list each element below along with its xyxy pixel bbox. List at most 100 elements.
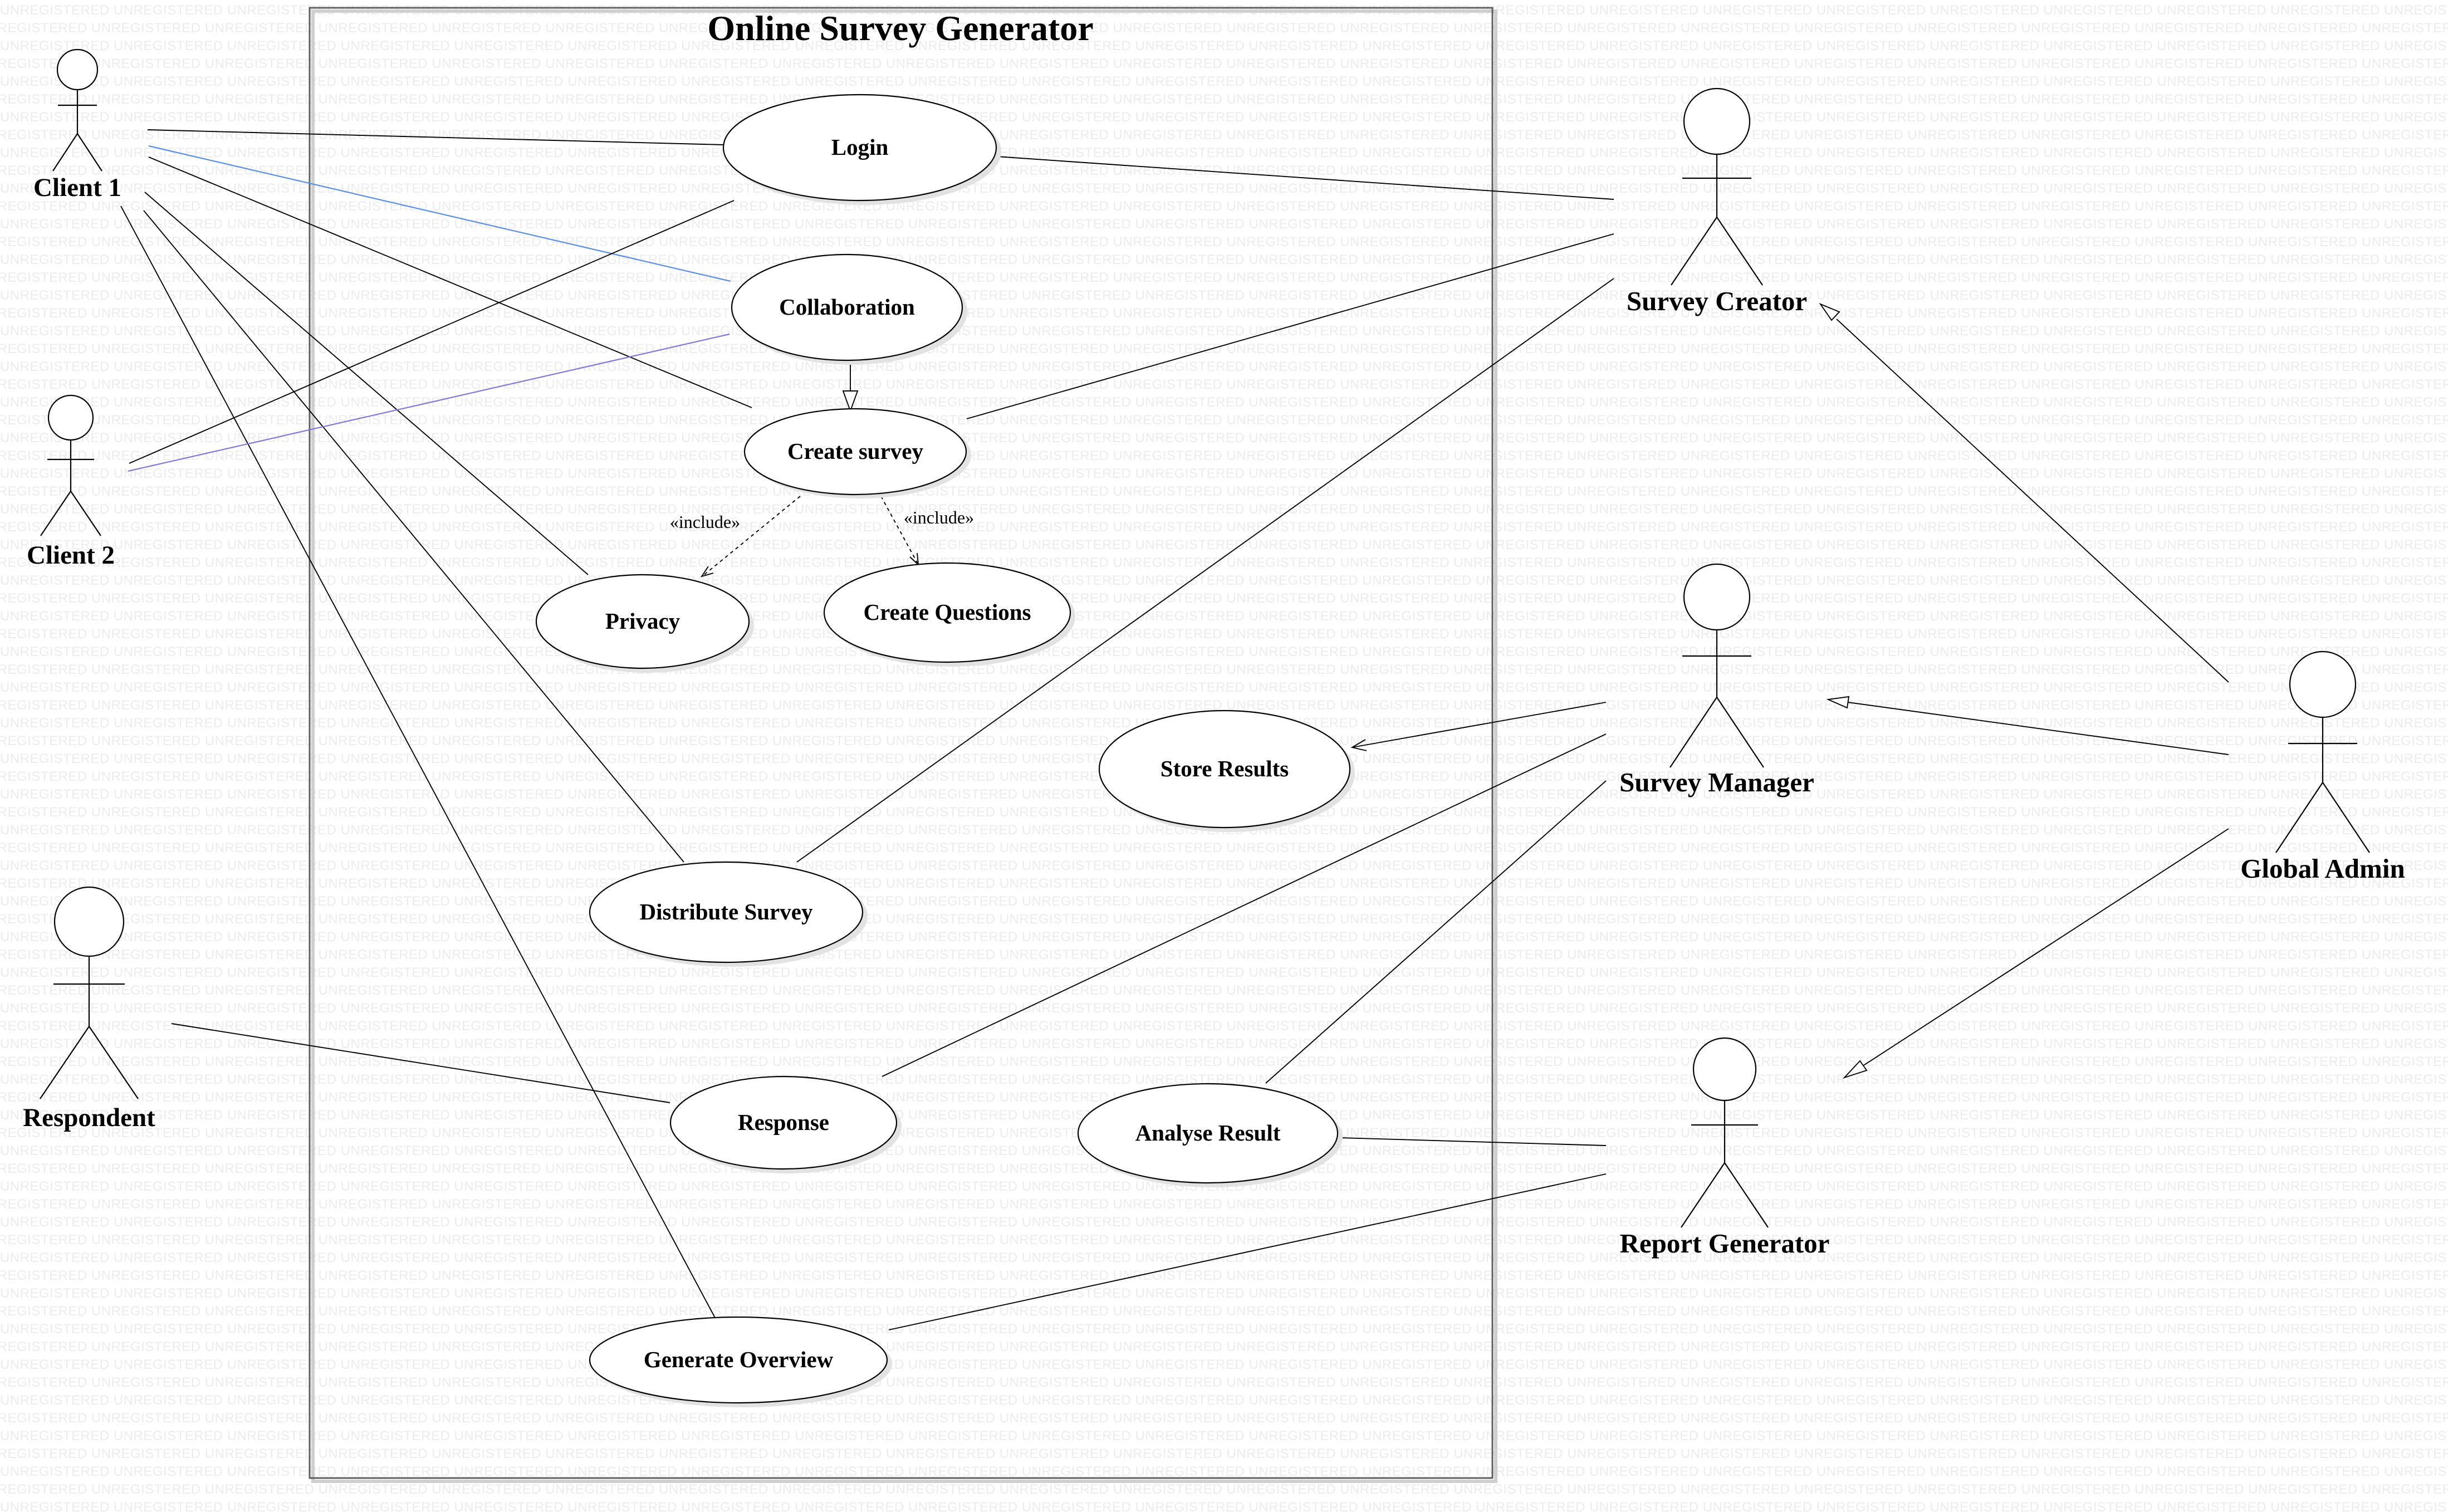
watermark-row: UNREGISTERED UNREGISTERED UNREGISTERED U… — [0, 502, 2448, 517]
watermark-row: UNREGISTERED UNREGISTERED UNREGISTERED U… — [0, 306, 2448, 321]
actor-global-admin[interactable]: Global Admin — [2240, 650, 2405, 884]
watermark-row: UNREGISTERED UNREGISTERED UNREGISTERED U… — [0, 876, 2448, 891]
actor-report-generator[interactable]: Report Generator — [1620, 1037, 1830, 1259]
watermark-row: UNREGISTERED UNREGISTERED UNREGISTERED U… — [0, 947, 2448, 962]
watermark-row: UNREGISTERED UNREGISTERED UNREGISTERED U… — [0, 110, 2448, 125]
watermark-row: UNREGISTERED UNREGISTERED UNREGISTERED U… — [0, 217, 2448, 232]
watermark-row: UNREGISTERED UNREGISTERED UNREGISTERED U… — [0, 1001, 2448, 1016]
watermark-row: UNREGISTERED UNREGISTERED UNREGISTERED U… — [0, 466, 2448, 481]
watermark-row: UNREGISTERED UNREGISTERED UNREGISTERED U… — [0, 573, 2448, 588]
generalizations — [842, 302, 2229, 1079]
watermark-row: UNREGISTERED UNREGISTERED UNREGISTERED U… — [0, 1019, 2448, 1034]
watermark-row: UNREGISTERED UNREGISTERED UNREGISTERED U… — [0, 395, 2448, 410]
watermark-row: UNREGISTERED UNREGISTERED UNREGISTERED U… — [0, 1411, 2448, 1426]
assoc-report-analyse-result[interactable] — [1339, 1137, 1607, 1146]
actor-survey-creator[interactable]: Survey Creator — [1627, 87, 1807, 316]
watermark-row: UNREGISTERED UNREGISTERED UNREGISTERED U… — [0, 840, 2448, 855]
watermark-row: UNREGISTERED UNREGISTERED UNREGISTERED U… — [0, 163, 2448, 178]
assoc-manager-analyse-result[interactable] — [1265, 780, 1607, 1084]
nav-manager-store-results[interactable] — [1350, 702, 1607, 751]
assoc-respondent-response[interactable] — [171, 1023, 670, 1103]
assoc-client2-collaboration[interactable] — [128, 333, 730, 472]
watermark-row: UNREGISTERED UNREGISTERED UNREGISTERED U… — [0, 377, 2448, 392]
watermark-row: UNREGISTERED UNREGISTERED UNREGISTERED U… — [0, 1322, 2448, 1337]
watermark-row: UNREGISTERED UNREGISTERED UNREGISTERED U… — [0, 1215, 2448, 1230]
actors: Client 1 Client 2 Respondent Sur — [23, 48, 2405, 1259]
watermark-row: UNREGISTERED UNREGISTERED UNREGISTERED U… — [0, 1304, 2448, 1319]
watermark-row: UNREGISTERED UNREGISTERED UNREGISTERED U… — [0, 448, 2448, 463]
gen-admin-survey-manager[interactable] — [1826, 696, 2229, 755]
watermark-row: UNREGISTERED UNREGISTERED UNREGISTERED U… — [0, 1268, 2448, 1283]
use-case-privacy[interactable]: Privacy — [535, 574, 754, 673]
assoc-report-generate-overview[interactable] — [888, 1173, 1607, 1330]
watermark-row: UNREGISTERED UNREGISTERED UNREGISTERED U… — [0, 1482, 2448, 1497]
use-case-create-survey[interactable]: Create survey — [743, 408, 971, 498]
watermark-row: UNREGISTERED UNREGISTERED UNREGISTERED U… — [0, 1036, 2448, 1051]
actor-survey-manager[interactable]: Survey Manager — [1619, 563, 1814, 797]
assoc-client1-privacy[interactable] — [144, 192, 589, 575]
use-case-collaboration[interactable]: Collaboration — [731, 253, 967, 365]
watermark-row: UNREGISTERED UNREGISTERED UNREGISTERED U… — [0, 555, 2448, 570]
watermark-row: UNREGISTERED UNREGISTERED UNREGISTERED U… — [0, 680, 2448, 695]
watermark-row: UNREGISTERED UNREGISTERED UNREGISTERED U… — [0, 929, 2448, 945]
watermark-row: UNREGISTERED UNREGISTERED UNREGISTERED U… — [0, 1464, 2448, 1479]
use-cases: Login Collaboration Create survey Privac… — [535, 94, 1355, 1407]
watermark-row: UNREGISTERED UNREGISTERED UNREGISTERED U… — [0, 38, 2448, 53]
assoc-creator-login[interactable] — [996, 156, 1614, 200]
use-case-generate-overview-label: Generate Overview — [644, 1347, 834, 1372]
watermark-row: UNREGISTERED UNREGISTERED UNREGISTERED U… — [0, 983, 2448, 998]
actor-respondent[interactable]: Respondent — [23, 886, 155, 1132]
include-label-privacy: «include» — [670, 512, 740, 532]
watermark-row: UNREGISTERED UNREGISTERED UNREGISTERED U… — [0, 199, 2448, 214]
watermark-row: UNREGISTERED UNREGISTERED UNREGISTERED U… — [0, 1197, 2448, 1212]
actor-client-2[interactable]: Client 2 — [27, 394, 115, 570]
watermark-row: UNREGISTERED UNREGISTERED UNREGISTERED U… — [0, 270, 2448, 285]
actor-report-generator-label: Report Generator — [1620, 1228, 1830, 1259]
use-case-distribute-survey-label: Distribute Survey — [640, 899, 813, 924]
use-case-generate-overview[interactable]: Generate Overview — [589, 1316, 892, 1407]
actor-client-1-label: Client 1 — [33, 173, 121, 202]
watermark-row: UNREGISTERED UNREGISTERED UNREGISTERED U… — [0, 965, 2448, 980]
assoc-creator-create-survey[interactable] — [966, 233, 1614, 419]
use-case-login[interactable]: Login — [722, 94, 1001, 205]
associations — [120, 129, 1614, 1330]
watermark-row: UNREGISTERED UNREGISTERED UNREGISTERED U… — [0, 644, 2448, 659]
use-case-analyse-result-label: Analyse Result — [1135, 1120, 1281, 1146]
watermark-row: UNREGISTERED UNREGISTERED UNREGISTERED U… — [0, 627, 2448, 642]
assoc-client1-login[interactable] — [147, 129, 724, 145]
watermark-row: UNREGISTERED UNREGISTERED UNREGISTERED U… — [0, 92, 2448, 107]
assoc-client1-collaboration[interactable] — [148, 145, 731, 282]
assoc-client1-create-survey[interactable] — [148, 156, 752, 408]
assoc-client2-login[interactable] — [129, 200, 735, 464]
watermark-row: UNREGISTERED UNREGISTERED UNREGISTERED U… — [0, 74, 2448, 89]
watermark-row: UNREGISTERED UNREGISTERED UNREGISTERED U… — [0, 341, 2448, 356]
actor-client-1[interactable]: Client 1 — [33, 48, 121, 202]
assoc-manager-response[interactable] — [882, 733, 1607, 1077]
system-boundary: Online Survey Generator — [309, 7, 1497, 1483]
assoc-client1-distribute-survey[interactable] — [143, 210, 684, 863]
use-case-create-questions[interactable]: Create Questions — [823, 562, 1075, 667]
use-case-distribute-survey[interactable]: Distribute Survey — [589, 861, 868, 967]
gen-admin-report-generator[interactable] — [1842, 828, 2229, 1079]
use-case-response-label: Response — [738, 1109, 829, 1135]
include-create-survey-privacy[interactable]: «include» — [670, 496, 801, 578]
use-case-analyse-result[interactable]: Analyse Result — [1077, 1083, 1343, 1187]
gen-admin-survey-creator[interactable] — [1819, 302, 2229, 683]
watermark-row: UNREGISTERED UNREGISTERED UNREGISTERED U… — [0, 1357, 2448, 1372]
watermark-row: UNREGISTERED UNREGISTERED UNREGISTERED U… — [0, 234, 2448, 249]
use-case-store-results[interactable]: Store Results — [1098, 709, 1355, 832]
watermark-row: UNREGISTERED UNREGISTERED UNREGISTERED U… — [0, 484, 2448, 499]
assoc-client1-generate-overview[interactable] — [120, 205, 717, 1320]
watermark-row: UNREGISTERED UNREGISTERED UNREGISTERED U… — [0, 1232, 2448, 1247]
gen-collaboration-create-survey[interactable] — [842, 365, 859, 413]
watermark-row: UNREGISTERED UNREGISTERED UNREGISTERED U… — [0, 662, 2448, 677]
watermark-row: UNREGISTERED UNREGISTERED UNREGISTERED U… — [0, 324, 2448, 339]
include-create-survey-questions[interactable]: «include» — [880, 496, 974, 566]
watermark-row: UNREGISTERED UNREGISTERED UNREGISTERED U… — [0, 1375, 2448, 1390]
watermark-row: UNREGISTERED UNREGISTERED UNREGISTERED U… — [0, 1393, 2448, 1408]
watermark-row: UNREGISTERED UNREGISTERED UNREGISTERED U… — [0, 1286, 2448, 1301]
assoc-creator-distribute-survey[interactable] — [796, 278, 1614, 863]
use-case-store-results-label: Store Results — [1161, 756, 1289, 781]
use-case-response[interactable]: Response — [669, 1075, 902, 1173]
